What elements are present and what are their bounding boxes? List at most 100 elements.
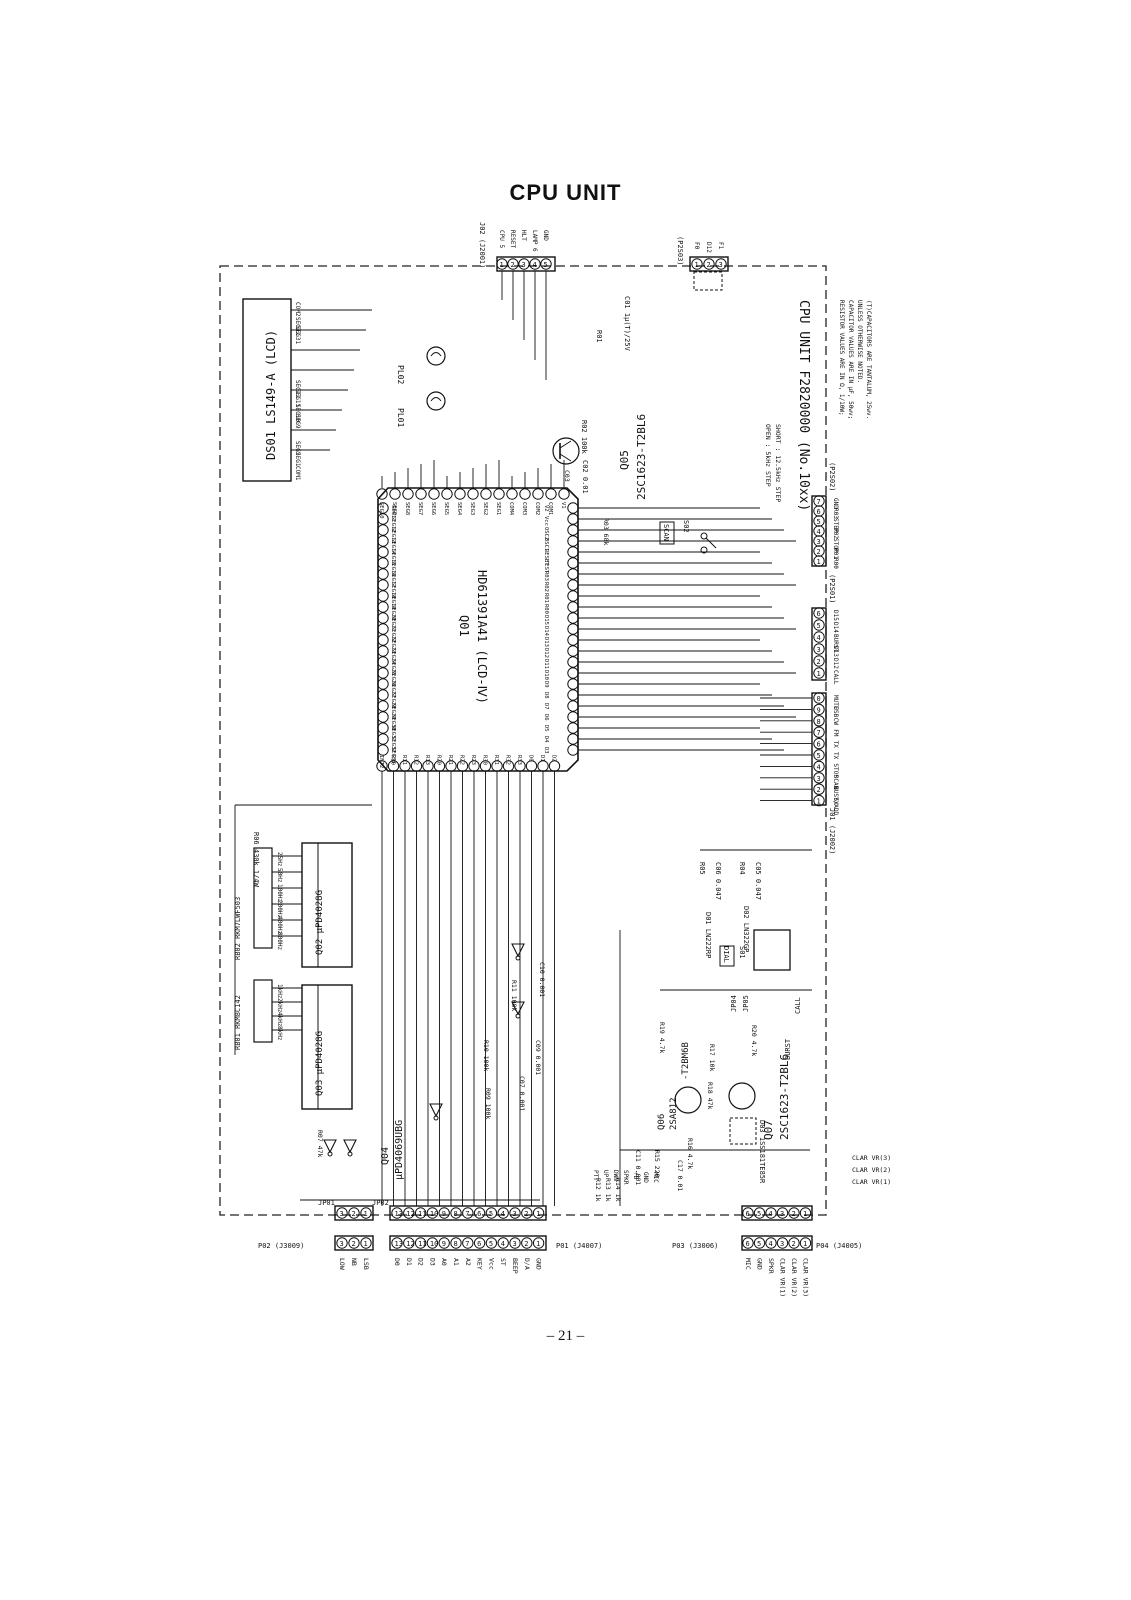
p03-pin-num: 2 xyxy=(792,1210,796,1218)
cpu-pin-top xyxy=(519,488,531,500)
jp02-label: JP02 xyxy=(372,1199,389,1207)
j02-pin xyxy=(496,258,508,270)
cpu-pin-left-label: SEG32 xyxy=(390,736,396,753)
jp02-pin-label: D/A xyxy=(523,1258,531,1270)
cpu-pin-right-label: OSC2 xyxy=(543,527,549,540)
jp01-pin xyxy=(336,1207,348,1219)
cpu-part: HD61391A41 (LCD-Ⅳ) xyxy=(475,570,489,704)
jp02-pin xyxy=(473,1207,486,1219)
cpu-pin-right-label: D3 xyxy=(543,747,549,754)
cpu-pin-right xyxy=(567,700,579,712)
cpu-pin-left xyxy=(377,590,389,602)
cpu-pin-right-label: OSC1 xyxy=(543,538,549,551)
j01-pin-label: USB xyxy=(832,706,839,717)
p03-pin-label: MIC xyxy=(744,1258,752,1270)
rb02-label: RB02 RKM7LWF503 xyxy=(234,897,242,960)
p2s01-pin-num: 1 xyxy=(817,670,821,678)
p2s01-pin-label: D14 xyxy=(832,622,839,633)
connector-jp02: JP02 P01 (J4007) 1313D01212D11111D21010D… xyxy=(372,1199,602,1274)
j01-pin-num: 1 xyxy=(817,798,821,806)
cpu-pin-right xyxy=(567,722,579,734)
j02-pin-label: HLT xyxy=(520,230,527,241)
p2s02-pin xyxy=(813,555,825,567)
jp01-pin-label: LSB xyxy=(362,1258,370,1270)
r13-label: R13 1k xyxy=(604,1178,612,1202)
p2s01-pin xyxy=(813,655,825,667)
cpu-pin-right-label: D7 xyxy=(543,703,549,710)
j01-pin-label: TX xyxy=(832,752,839,760)
lcd-pin-label: SEG11 xyxy=(294,389,301,407)
side-label: UP xyxy=(602,1170,609,1178)
cpu-pin-right-label: V2 xyxy=(543,505,549,512)
cpu-pin-left-label: SEG33 xyxy=(390,747,396,764)
jp02-pin-b xyxy=(521,1237,533,1249)
cpu-pin-left-label: SEG25 xyxy=(390,659,396,676)
cpu-pin-left-label: SEG31 xyxy=(390,725,396,742)
jp02-pin-label: GND xyxy=(535,1258,543,1270)
lcd-pin-label: SEG12 xyxy=(294,380,301,398)
p2s01-label: (P2S01) xyxy=(828,574,836,604)
cpu-pin-top xyxy=(493,488,505,500)
cpu-pin-left xyxy=(377,667,389,679)
jp02-pin-b-num: 4 xyxy=(501,1240,505,1248)
inverter-gate-icon xyxy=(323,1139,337,1154)
p2s01-pin-num: 5 xyxy=(817,622,821,630)
connector-p03: P03 (J3006) P04 (J4005) 66MIC55GND44SPKR… xyxy=(672,1205,862,1297)
jp02-pin-b xyxy=(497,1237,509,1249)
cpu-pin-bottom-label: R22 xyxy=(459,755,465,765)
p2s03-pin-label: D12 xyxy=(705,242,712,253)
j01-pin-label: CW xyxy=(832,718,839,726)
q05-part: 2SC1623-T2BL6 xyxy=(635,414,648,500)
c02-label: C02 0.01 xyxy=(581,460,589,494)
cpu-pin-bottom xyxy=(537,760,549,772)
j02-pin-num: 2 xyxy=(511,261,515,269)
cpu-pin-right xyxy=(567,744,579,756)
cpu-pin-left-label: SEG11 xyxy=(390,505,396,522)
page-title: CPU UNIT xyxy=(509,180,622,205)
p03-pin-num: 1 xyxy=(803,1210,807,1218)
cpu-pin-left xyxy=(377,656,389,668)
cpu-pin-left-label: SEG15 xyxy=(390,549,396,566)
jp02-pin-label: KEY xyxy=(476,1258,484,1270)
jp02-pin-b xyxy=(414,1237,427,1249)
p2s02-pin-label: STOP xyxy=(832,538,839,553)
jp02-pin-b xyxy=(403,1237,415,1249)
p2s01-pin-label: CALL xyxy=(832,670,839,685)
p03-pin xyxy=(742,1207,754,1219)
r16-label: R16 4.7k xyxy=(686,1138,694,1169)
jp02-pin xyxy=(509,1207,521,1219)
cpu-pin-bottom-label: R30 xyxy=(482,755,488,765)
p2s02-pin-label: GND xyxy=(832,498,839,509)
cpu-pin-right xyxy=(567,667,579,679)
j01-pin-num: 3 xyxy=(817,775,821,783)
p03-pin-b-num: 2 xyxy=(792,1240,796,1248)
cpu-pin-left-label: SEG12 xyxy=(390,516,396,533)
p03-pin xyxy=(776,1207,789,1219)
c03-label: C03 xyxy=(563,470,571,482)
j01-pin xyxy=(813,749,825,761)
jp02-pin xyxy=(532,1207,545,1219)
cpu-pin-top-label: SEG4 xyxy=(456,502,462,516)
cpu-pin-left xyxy=(377,535,389,547)
q05-ref: Q05 xyxy=(618,450,631,470)
j01-pin-num: 8 xyxy=(817,718,821,726)
j01-pin xyxy=(813,703,825,716)
p03-pin-label: CLAR VR(2) xyxy=(790,1258,798,1297)
cpu-pin-right xyxy=(567,623,579,635)
cpu-pin-top-label: COM2 xyxy=(534,502,540,515)
r11-label: R11 100k xyxy=(510,980,518,1011)
p2s02-pin-num: 1 xyxy=(817,558,821,566)
rb02-tap-label: 50Hz xyxy=(276,868,283,883)
cpu-pin-left-label: SEG17 xyxy=(390,571,396,588)
jp02-pin-b xyxy=(462,1237,474,1249)
clar-label: CLAR VR(3) xyxy=(852,1154,891,1162)
jp01-pin-b xyxy=(360,1237,372,1249)
cpu-pin-right xyxy=(567,557,579,569)
cpu-pin-right-label: D8 xyxy=(543,692,549,699)
note-line: (T)CAPACITORS ARE TANTALUM, 25wv. xyxy=(865,300,872,419)
cpu-pin-right xyxy=(567,612,579,624)
jp02-pin-b xyxy=(426,1237,439,1249)
